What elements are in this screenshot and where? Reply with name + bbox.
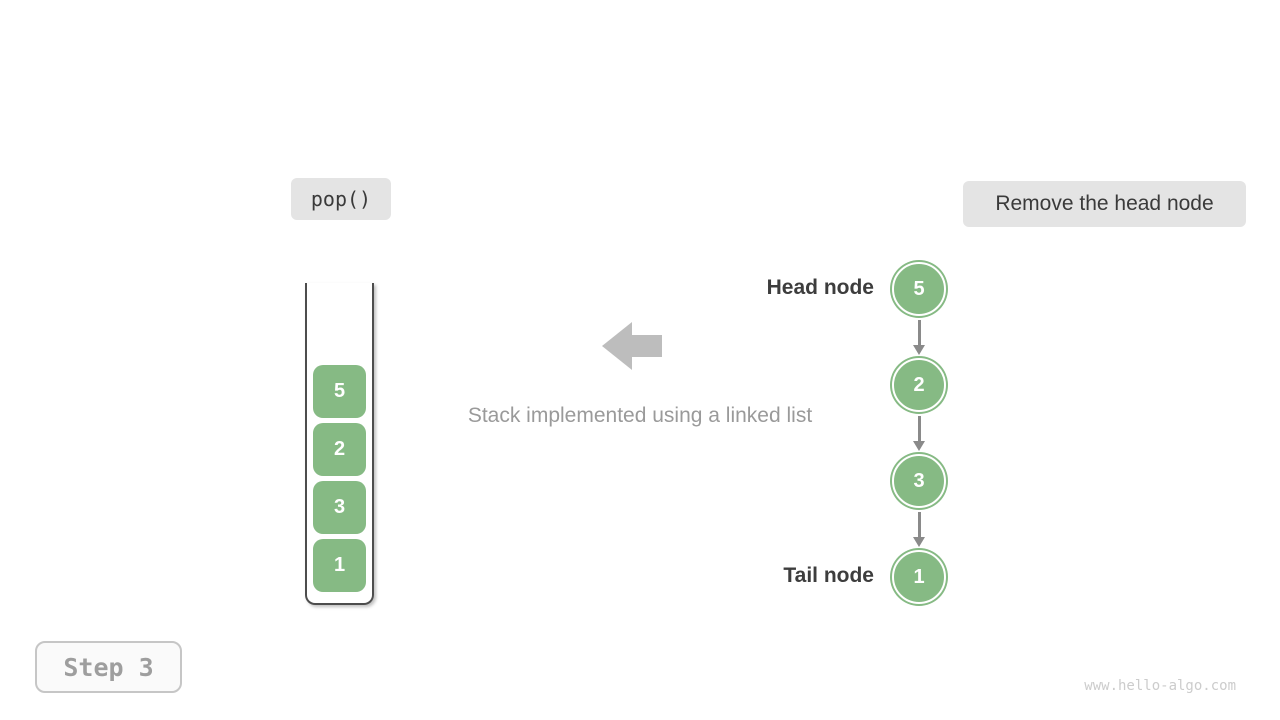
linked-list-node: 1 [892,550,946,604]
arrow-head [913,537,925,547]
stack-item: 2 [313,423,366,476]
linked-list-node: 2 [892,358,946,412]
arrow-line [918,320,921,347]
left-block-arrow-icon [602,322,662,370]
head-node-label: Head node [766,276,874,299]
linked-list-node: 3 [892,454,946,508]
arrow-line [918,416,921,443]
arrow-line [918,512,921,539]
watermark: www.hello-algo.com [1084,678,1236,694]
stack-item: 5 [313,365,366,418]
pop-operation-badge: pop() [291,178,391,220]
stack-item: 3 [313,481,366,534]
arrow-head [913,345,925,355]
stack-item: 1 [313,539,366,592]
tail-node-label: Tail node [783,564,874,587]
stack-container: 5 2 3 1 [305,283,374,605]
linked-list-node: 5 [892,262,946,316]
diagram-caption: Stack implemented using a linked list [467,404,813,427]
arrow-head [913,441,925,451]
step-badge: Step 3 [35,641,182,693]
remove-head-annotation-badge: Remove the head node [963,181,1246,227]
